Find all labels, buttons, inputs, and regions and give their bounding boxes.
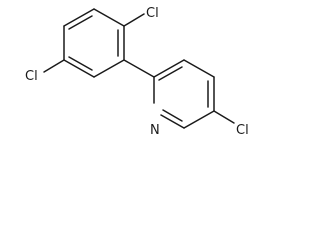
chemical-structure: Cl Cl Cl N [25,6,249,138]
atom-label-cl-right: Cl [236,123,249,138]
atom-label-n: N [150,123,160,138]
pyridine-ring [153,59,215,129]
benzene-ring [63,8,125,78]
atom-label-cl-top: Cl [146,6,159,21]
bond-to-cl-right [213,110,235,124]
bond-to-cl-top [123,13,145,27]
biaryl-bond [123,59,155,78]
bond-to-cl-left [43,59,65,73]
atom-label-cl-left: Cl [25,69,38,84]
